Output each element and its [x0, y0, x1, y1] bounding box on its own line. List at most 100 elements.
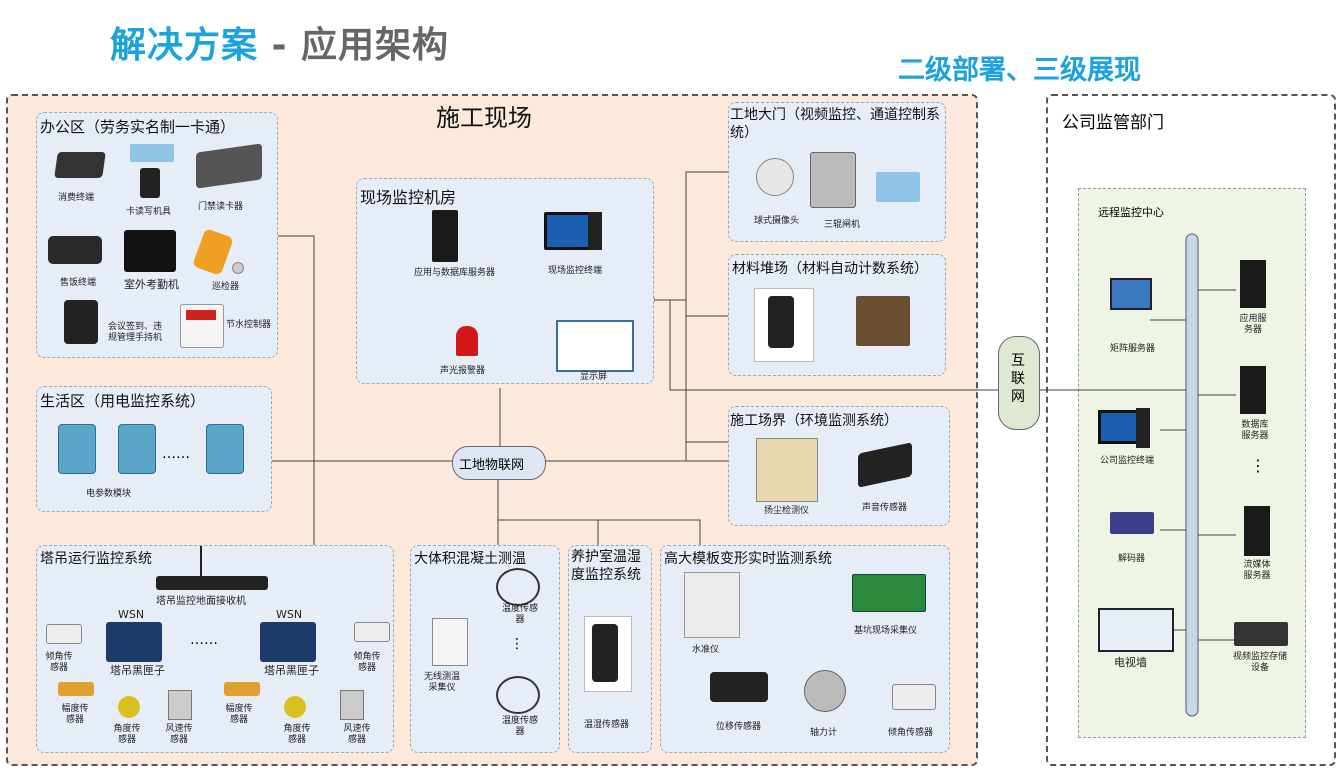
level-meter-icon [684, 572, 740, 638]
black-box-left-icon [106, 622, 162, 662]
turnstile-label: 三辊闸机 [824, 220, 861, 230]
wsn-right-label: WSN [276, 608, 303, 621]
title-main: 解决方案 [110, 25, 259, 66]
angle-sensor-left-label: 角度传感器 [113, 724, 141, 745]
power-module-label: 电参数模块 [86, 489, 132, 499]
wind-sensor-right-label: 风速传感器 [343, 724, 371, 745]
matrix-server-label: 矩阵服务器 [1110, 344, 1156, 354]
humidity-sensor-icon [592, 624, 618, 682]
temp-sensor-bottom-label: 温度传感器 [501, 716, 538, 737]
concrete-dots: ⋮ [510, 636, 524, 652]
formwork-tilt-sensor-label: 倾角传感器 [888, 728, 934, 738]
gate-id-card-icon [876, 172, 920, 202]
displacement-sensor-icon [710, 672, 768, 702]
axial-force-meter-icon [804, 670, 846, 712]
video-storage-icon [1234, 622, 1288, 646]
dust-detector-icon [756, 438, 818, 502]
temp-sensor-top-icon [496, 568, 540, 606]
pit-collector-icon [852, 574, 926, 612]
water-controller-label: 节水控制器 [226, 320, 272, 330]
displacement-sensor-label: 位移传感器 [716, 722, 762, 732]
handheld-icon [64, 300, 98, 344]
concrete-title: 大体积混凝土测温 [414, 551, 526, 567]
tilt-sensor-right-label: 倾角传感器 [353, 652, 381, 673]
power-module-2-icon [118, 424, 156, 474]
card-writer-icon [140, 168, 160, 198]
level-meter-label: 水准仪 [692, 645, 720, 655]
power-module-1-icon [58, 424, 96, 474]
tv-wall-icon [1098, 608, 1174, 652]
handheld-scanner-icon [768, 296, 794, 348]
app-server-icon [1240, 260, 1266, 308]
internet-cloud [998, 336, 1040, 430]
receiver-antenna-icon [200, 546, 202, 576]
amplitude-sensor-right-icon [224, 682, 260, 696]
material-title: 材料堆场（材料自动计数系统） [732, 261, 928, 277]
deployment-subtitle: 二级部署、三级展现 [898, 55, 1141, 86]
title-separator: - [258, 25, 302, 66]
display-screen-label: 显示屏 [580, 372, 608, 382]
wireless-collector-icon [432, 618, 468, 666]
tilt-sensor-left-label: 倾角传感器 [45, 652, 73, 673]
temp-sensor-bottom-icon [496, 676, 540, 714]
rebar-bundle-icon [856, 296, 910, 346]
page-title: 解决方案 - 应用架构 [110, 16, 449, 68]
power-module-3-icon [206, 424, 244, 474]
pos-label: 消费终端 [58, 193, 95, 203]
patrol-tag-icon [232, 262, 244, 274]
app-server-label: 应用服务器 [1239, 314, 1267, 335]
amplitude-sensor-left-label: 幅度传感器 [61, 704, 89, 725]
db-server-icon [1240, 366, 1266, 414]
curing-title: 养护室温湿度监控系统 [571, 549, 641, 583]
attendance-label: 室外考勤机 [124, 278, 179, 291]
black-box-left-label: 塔吊黑匣子 [110, 664, 165, 677]
pos-terminal-icon [54, 152, 106, 178]
company-terminal-icon [1098, 410, 1140, 444]
matrix-server-icon [1110, 278, 1152, 310]
gate-title: 工地大门（视频监控、通道控制系统） [730, 107, 940, 141]
monitor-room-title: 现场监控机房 [360, 188, 457, 207]
app-db-server-icon [432, 210, 458, 262]
stream-server-icon [1244, 506, 1270, 556]
black-box-right-label: 塔吊黑匣子 [264, 664, 319, 677]
db-server-label: 数据库服务器 [1241, 420, 1269, 441]
wind-sensor-left-icon [168, 690, 192, 720]
title-sub: 应用架构 [301, 25, 450, 66]
noise-sensor-label: 声音传感器 [862, 503, 908, 513]
formwork-title: 高大模板变形实时监测系统 [664, 551, 832, 567]
display-screen-icon [556, 320, 634, 372]
attendance-machine-icon [124, 230, 176, 272]
alarm-label: 声光报警器 [440, 366, 486, 376]
site-pc-tower-icon [588, 212, 602, 250]
water-display-icon [186, 310, 216, 320]
decoder-icon [1110, 512, 1154, 534]
wireless-collector-label: 无线测温采集仪 [423, 672, 460, 693]
site-monitor-terminal-label: 现场监控终端 [548, 266, 603, 276]
camera-label: 球式摄像头 [754, 216, 800, 226]
amplitude-sensor-left-icon [58, 682, 94, 696]
tv-wall-label: 电视墙 [1114, 656, 1147, 669]
decoder-label: 解码器 [1118, 554, 1146, 564]
internet-label: 互联网 [1011, 353, 1025, 405]
formwork-tilt-sensor-icon [892, 684, 936, 710]
wind-sensor-right-icon [340, 690, 364, 720]
id-card-icon [130, 144, 174, 162]
tilt-sensor-left-icon [46, 624, 82, 644]
turnstile-icon [810, 152, 856, 208]
tilt-sensor-right-icon [354, 622, 390, 642]
patrol-label: 巡检器 [212, 282, 240, 292]
site-monitor-terminal-icon [544, 212, 594, 250]
door-reader-label: 门禁读卡器 [198, 202, 244, 212]
living-dots: …… [162, 446, 190, 462]
angle-sensor-right-label: 角度传感器 [283, 724, 311, 745]
angle-sensor-right-icon [284, 696, 306, 718]
app-db-server-label: 应用与数据库服务器 [414, 268, 496, 278]
boundary-title: 施工场界（环境监测系统） [730, 413, 898, 429]
angle-sensor-left-icon [118, 696, 140, 718]
crane-dots: …… [190, 632, 218, 648]
sale-terminal-icon [48, 236, 102, 264]
temp-sensor-top-label: 温度传感器 [501, 604, 538, 625]
site-title: 施工现场 [436, 104, 532, 132]
crane-title: 塔吊运行监控系统 [40, 551, 152, 567]
iot-label: 工地物联网 [459, 458, 525, 473]
